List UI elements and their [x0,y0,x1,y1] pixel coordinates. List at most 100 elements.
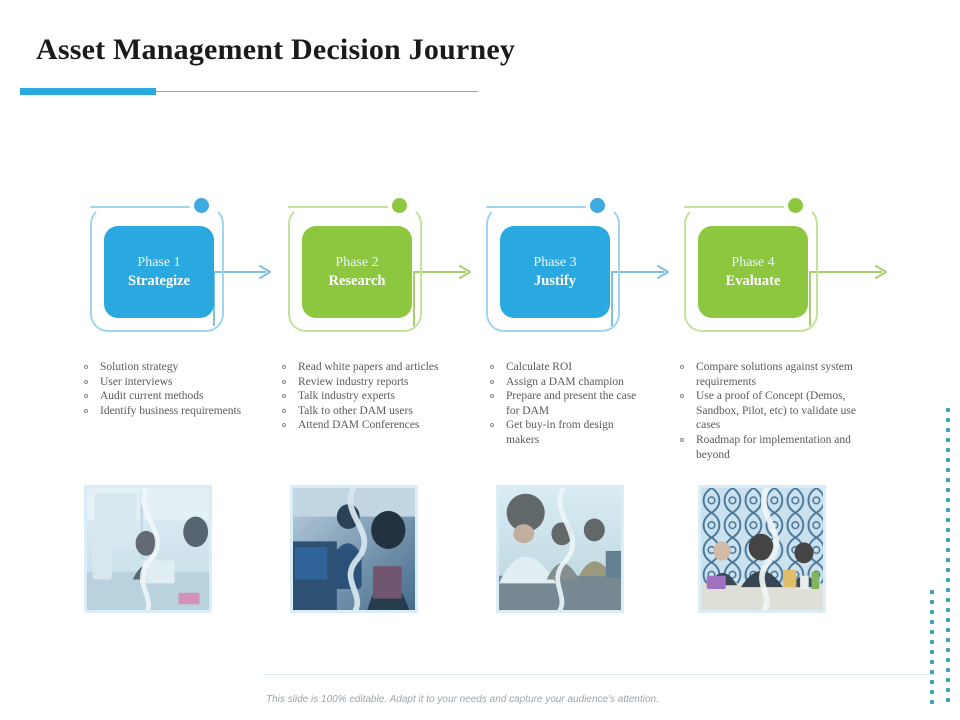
deco-dot [930,670,934,674]
phase-name-1: Strategize [128,272,190,289]
list-item: Use a proof of Concept (Demos, Sandbox, … [678,389,860,433]
deco-dot [930,600,934,604]
list-item: Identify business requirements [82,404,260,419]
phase-name-2: Research [328,272,386,289]
phase-card-1[interactable]: Phase 1 Strategize [90,196,238,342]
list-item: Read white papers and articles [280,360,472,375]
phase-photo-2 [290,485,418,613]
deco-dot [946,558,950,562]
title-accent-bar-thin [156,91,478,92]
bullet-column-2: Read white papers and articles Review in… [280,360,472,433]
footer-divider [264,674,936,675]
deco-dot [946,698,950,702]
deco-dot [946,608,950,612]
phase-marker-dot-2 [392,198,407,213]
phase-name-4: Evaluate [725,272,781,289]
bullet-list-3: Calculate ROI Assign a DAM champion Prep… [488,360,648,448]
phase-bullet-lists: Solution strategy User interviews Audit … [0,360,960,475]
phase-card-2[interactable]: Phase 2 Research [288,196,436,342]
deco-dot [946,408,950,412]
deco-dot [946,508,950,512]
bullet-column-4: Compare solutions against system require… [678,360,860,462]
list-item: Assign a DAM champion [488,375,648,390]
list-item: Audit current methods [82,389,260,404]
deco-dot [946,548,950,552]
phase-number-3: Phase 3 [533,254,577,270]
list-item: Review industry reports [280,375,472,390]
phase-box-2[interactable]: Phase 2 Research [302,226,412,318]
deco-dot [930,700,934,704]
bullet-column-3: Calculate ROI Assign a DAM champion Prep… [488,360,648,448]
phase-marker-dot-4 [788,198,803,213]
deco-dot [946,468,950,472]
footer-note: This slide is 100% editable. Adapt it to… [266,694,659,705]
list-item: Compare solutions against system require… [678,360,860,389]
phase-number-4: Phase 4 [731,254,775,270]
deco-dot [946,588,950,592]
deco-dot [930,640,934,644]
list-item: Talk industry experts [280,389,472,404]
deco-dot [930,630,934,634]
photo-graphic-4 [701,488,823,610]
deco-dot [946,528,950,532]
deco-dot [946,658,950,662]
phase-number-2: Phase 2 [335,254,379,270]
deco-dot [946,438,950,442]
phase-frame-4 [684,206,818,332]
phase-photo-1 [84,485,212,613]
phase-box-4[interactable]: Phase 4 Evaluate [698,226,808,318]
list-item: Solution strategy [82,360,260,375]
list-item: Talk to other DAM users [280,404,472,419]
title-accent-bar-thick [20,88,156,95]
deco-dot [946,538,950,542]
deco-dot [946,668,950,672]
list-item: User interviews [82,375,260,390]
photo-graphic-3 [499,488,621,610]
page-title: Asset Management Decision Journey [36,33,516,66]
photo-strip [0,485,960,617]
phase-number-1: Phase 1 [137,254,181,270]
deco-dot [946,638,950,642]
deco-dot [946,628,950,632]
deco-dot [930,690,934,694]
deco-dot [946,458,950,462]
bullet-list-2: Read white papers and articles Review in… [280,360,472,433]
deco-dot [930,610,934,614]
phase-name-3: Justify [534,272,576,289]
phase-diagram: Phase 1 Strategize Phase 2 Research Phas… [0,196,960,346]
deco-dot [946,478,950,482]
deco-dot [930,620,934,624]
phase-box-1[interactable]: Phase 1 Strategize [104,226,214,318]
deco-dot [946,498,950,502]
phase-photo-3 [496,485,624,613]
phase-card-3[interactable]: Phase 3 Justify [486,196,634,342]
deco-dot [930,660,934,664]
deco-dot [946,648,950,652]
phase-marker-dot-1 [194,198,209,213]
deco-dot [946,518,950,522]
list-item: Get buy-in from design makers [488,418,648,447]
deco-dot [946,678,950,682]
deco-dot [946,618,950,622]
deco-dot [946,488,950,492]
list-item: Roadmap for implementation and beyond [678,433,860,462]
list-item: Prepare and present the case for DAM [488,389,648,418]
phase-frame-2 [288,206,422,332]
bullet-list-4: Compare solutions against system require… [678,360,860,462]
bullet-list-1: Solution strategy User interviews Audit … [82,360,260,418]
photo-graphic-2 [293,488,415,610]
bullet-column-1: Solution strategy User interviews Audit … [82,360,260,418]
photo-graphic-1 [87,488,209,610]
deco-dot [930,680,934,684]
list-item: Calculate ROI [488,360,648,375]
phase-photo-4 [698,485,826,613]
phase-box-3[interactable]: Phase 3 Justify [500,226,610,318]
deco-dot [946,418,950,422]
deco-dot [930,650,934,654]
deco-dot [946,428,950,432]
deco-dot [946,568,950,572]
dotted-decoration [922,408,960,708]
phase-frame-1 [90,206,224,332]
phase-frame-3 [486,206,620,332]
phase-card-4[interactable]: Phase 4 Evaluate [684,196,832,342]
